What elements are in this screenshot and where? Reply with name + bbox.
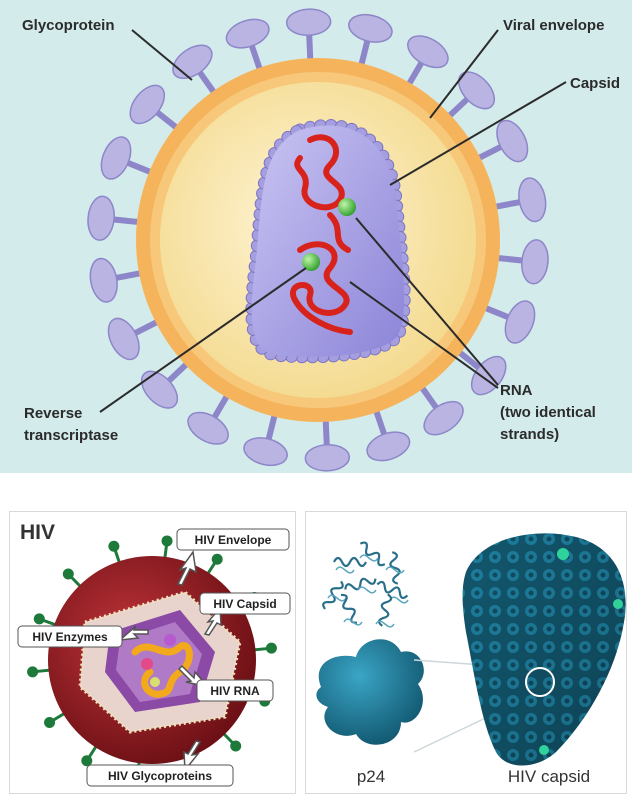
- hiv-enzyme-2: [164, 634, 176, 646]
- glycoprotein-spike: [172, 44, 218, 97]
- pentamer-accent-1: [557, 548, 569, 560]
- hiv-enzyme-1: [141, 658, 153, 670]
- hiv-cutaway-illustration: HIV HIV Envelope HIV Capsid: [17, 521, 291, 787]
- label-rna-line2: (two identical: [500, 404, 596, 421]
- hiv-enzyme-3: [150, 677, 160, 687]
- caption-hiv-capsid: HIV capsid: [508, 767, 590, 786]
- protein-ribbon: [340, 593, 358, 624]
- label-hiv-enzymes: HIV Enzymes: [17, 625, 123, 648]
- rna-strand-2: [290, 241, 353, 335]
- glycoprotein-spike: [481, 300, 536, 344]
- label-hiv-enzymes-text: HIV Enzymes: [32, 630, 108, 644]
- hiv-cutaway-panel: HIV HIV Envelope HIV Capsid: [9, 511, 296, 794]
- hiv-glycoprotein-spike: [205, 553, 223, 577]
- zoom-circle: [525, 667, 555, 697]
- glycoprotein-spike: [243, 412, 288, 467]
- label-reverse-transcriptase-line1: Reverse: [24, 405, 82, 422]
- label-hiv-capsid-text: HIV Capsid: [213, 597, 276, 611]
- protein-coil: [335, 566, 355, 574]
- pentamer-accent-2: [613, 599, 623, 609]
- glycoprotein-spike: [87, 195, 142, 241]
- glycoprotein-spike: [445, 71, 496, 120]
- callout-arrows: [117, 550, 222, 772]
- hiv-glycoprotein-spike: [81, 743, 99, 767]
- protein-coil: [327, 594, 347, 602]
- rna-strand-1: [294, 134, 351, 253]
- label-hiv-rna: HIV RNA: [196, 679, 274, 702]
- label-hiv-capsid: HIV Capsid: [199, 592, 291, 615]
- virus-structure-illustration: Glycoprotein Viral envelope Capsid RNA (…: [0, 0, 632, 473]
- label-leader-lines: [99, 29, 567, 413]
- protein-ribbon: [389, 551, 401, 585]
- glycoprotein-spike: [348, 13, 393, 68]
- label-hiv-glycoproteins-text: HIV Glycoproteins: [108, 769, 212, 783]
- glycoprotein-spike: [187, 392, 231, 445]
- protein-ribbon: [377, 593, 393, 627]
- hiv-glycoprotein-spike: [33, 613, 59, 628]
- protein-coil: [343, 618, 363, 626]
- capsid-shading: [462, 533, 626, 766]
- glycoprotein-spike: [285, 8, 332, 63]
- label-rna-line3: strands): [500, 426, 559, 443]
- protein-ribbon: [344, 577, 377, 591]
- label-reverse-transcriptase-line2: transcriptase: [24, 427, 118, 444]
- protein-ribbon: [359, 541, 386, 567]
- label-hiv-envelope: HIV Envelope: [176, 528, 290, 551]
- glycoprotein-spike: [140, 360, 191, 409]
- glycoprotein-spike: [366, 407, 411, 462]
- capsid-shell: [251, 125, 405, 357]
- glycoprotein-spike: [107, 317, 161, 361]
- hiv-glycoprotein-spike: [62, 568, 84, 590]
- panel-title: HIV: [20, 521, 55, 544]
- label-hiv-rna-text: HIV RNA: [210, 684, 260, 698]
- glycoprotein-spike: [129, 84, 181, 132]
- protein-ribbon: [333, 556, 367, 568]
- glycoprotein-spike: [304, 417, 351, 472]
- envelope-lipid-edge: [78, 590, 242, 734]
- protein-ribbon: [376, 580, 409, 600]
- hiv-capsid-inner: [116, 622, 202, 702]
- caption-p24: p24: [357, 767, 385, 786]
- hiv-capsid-illustration: p24 HIV capsid: [316, 533, 626, 786]
- label-hiv-envelope-text: HIV Envelope: [195, 533, 272, 547]
- p24-ribbon-model: [322, 541, 409, 628]
- label-hiv-glycoproteins: HIV Glycoproteins: [86, 764, 234, 787]
- glycoprotein-spike: [100, 136, 155, 180]
- glycoprotein-spike: [494, 239, 549, 285]
- label-viral-envelope: Viral envelope: [503, 17, 604, 34]
- hiv-glycoprotein-spike: [44, 710, 68, 728]
- glycoprotein-spike: [418, 383, 464, 436]
- label-glycoprotein: Glycoprotein: [22, 17, 115, 34]
- protein-coil: [359, 554, 379, 562]
- hiv-capsid-structure-panel: p24 HIV capsid: [305, 511, 627, 794]
- hiv-glycoprotein-spike: [108, 540, 122, 566]
- reverse-transcriptase-enzyme-1: [338, 198, 356, 216]
- glycoprotein-spike: [225, 18, 270, 73]
- label-capsid: Capsid: [570, 75, 620, 92]
- protein-coil: [375, 620, 395, 628]
- protein-coil: [357, 586, 377, 594]
- glycoprotein-spike: [89, 257, 144, 303]
- pentamer-accent-3: [539, 745, 549, 755]
- p24-hexamer-surface: [316, 639, 424, 745]
- virus-structure-diagram: Glycoprotein Viral envelope Capsid RNA (…: [0, 0, 632, 473]
- reverse-transcriptase-enzyme-2: [302, 253, 320, 271]
- hiv-glycoprotein-spike: [220, 730, 242, 752]
- glycoprotein-spike: [475, 119, 529, 163]
- hiv-rna-strands: [131, 642, 193, 698]
- protein-coil: [385, 566, 405, 574]
- label-rna-line1: RNA: [500, 382, 533, 399]
- glycoprotein-spike: [405, 35, 449, 88]
- glycoprotein-spike: [492, 177, 547, 223]
